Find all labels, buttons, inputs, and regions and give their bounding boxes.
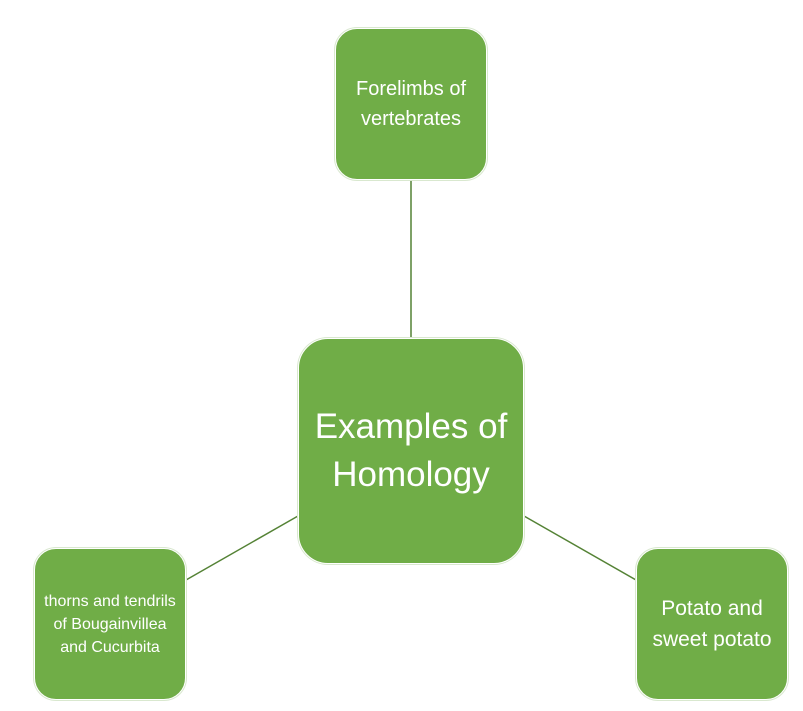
node-label-top: Forelimbs of vertebrates (355, 78, 467, 130)
node-potato-and-sweet-potato: Potato and sweet potato (636, 548, 788, 700)
node-forelimbs-of-vertebrates: Forelimbs of vertebrates (335, 28, 487, 180)
node-examples-of-homology: Examples of Homology (298, 338, 524, 564)
connector-right (523, 515, 637, 581)
node-label-left: thorns and tendrils of Bougainvillea and… (44, 592, 176, 656)
node-thorns-and-tendrils: thorns and tendrils of Bougainvillea and… (34, 548, 186, 700)
node-label-right: Potato and sweet potato (652, 597, 772, 651)
connector-left (185, 515, 299, 581)
node-label-center: Examples of Homology (314, 407, 508, 494)
